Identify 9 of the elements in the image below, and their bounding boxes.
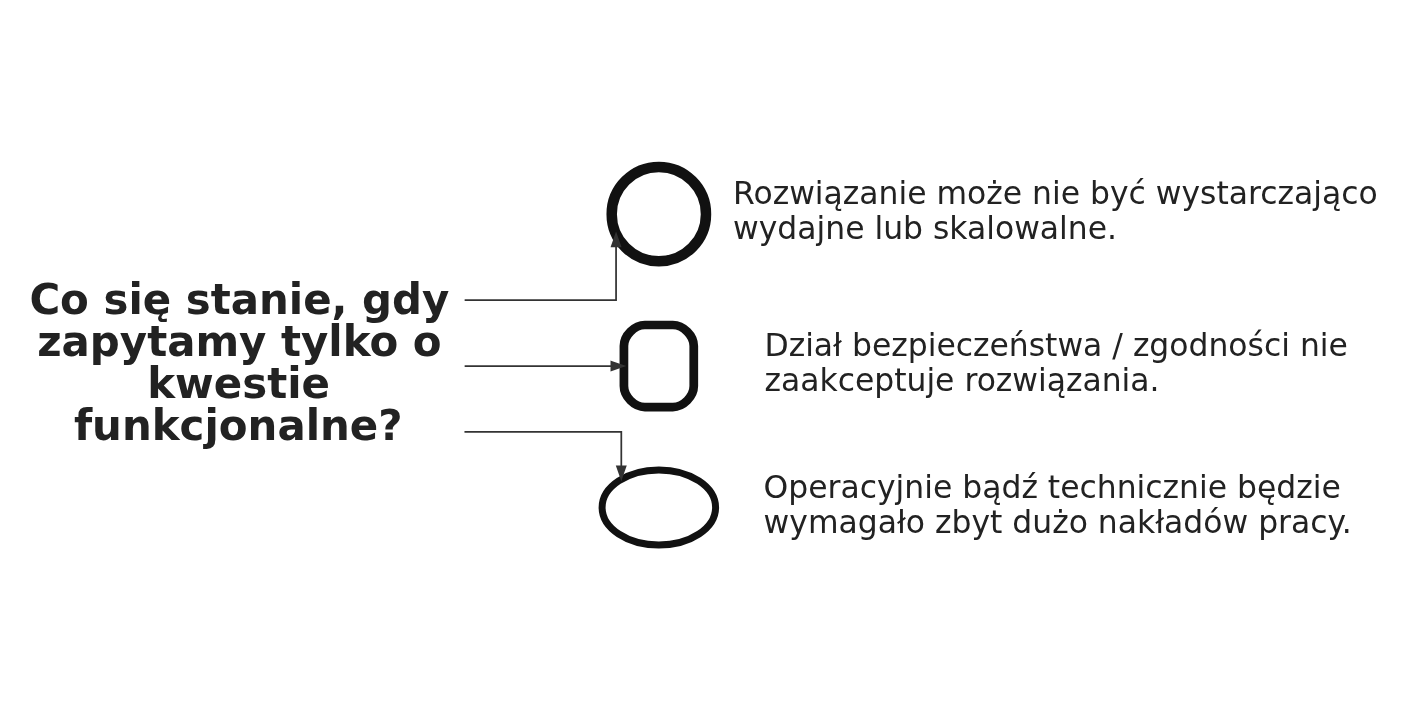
arrow [463, 230, 622, 301]
node-gauge [606, 161, 712, 266]
arrow [463, 430, 627, 481]
node-label: Rozwiązanie może nie być wystarczająco wydajne lub skalowalne. [733, 174, 1378, 246]
node-lock [619, 320, 699, 411]
node-text: Co się stanie, gdy zapytamy tylko o kwestie funkcjonalne? [29, 274, 450, 450]
node-label: Dział bezpieczeństwa / zgodności nie zaakceptuje rozwiązania. [764, 326, 1348, 398]
arrow [463, 360, 627, 372]
node-label: Operacyjnie bądź technicznie będzie wymagało zbyt dużo nakładów pracy. [763, 468, 1352, 540]
